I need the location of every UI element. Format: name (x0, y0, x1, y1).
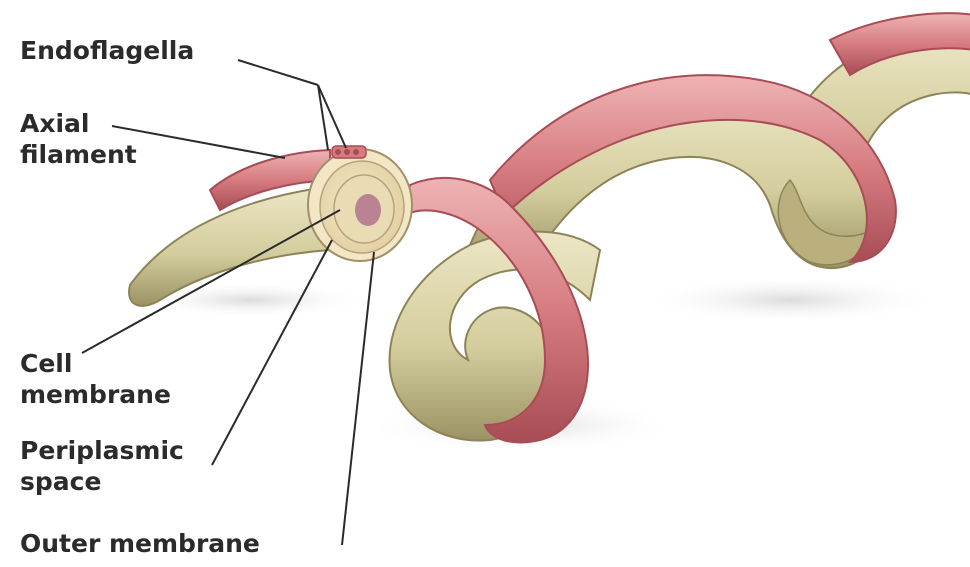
leader-endoflagella-1 (238, 60, 318, 85)
label-outer-membrane: Outer membrane (20, 528, 260, 559)
leader-axial-filament (112, 126, 285, 158)
label-cell-membrane: Cell membrane (20, 348, 171, 410)
label-periplasmic-space: Periplasmic space (20, 435, 184, 497)
label-endoflagella: Endoflagella (20, 35, 194, 66)
label-axial-filament: Axial filament (20, 108, 137, 170)
cytoplasm-core (355, 194, 381, 226)
leader-periplasmic-space (212, 240, 332, 465)
